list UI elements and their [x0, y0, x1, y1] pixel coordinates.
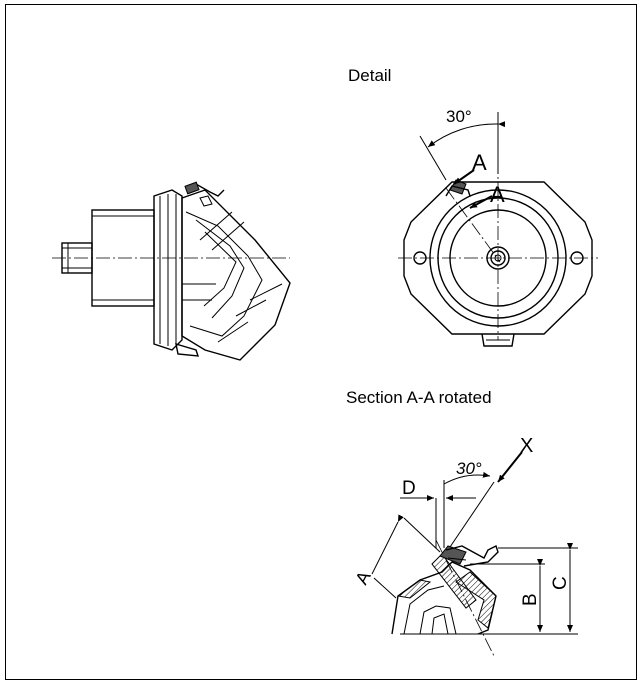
detail-title: Detail — [348, 66, 392, 85]
side-view-motor — [52, 181, 291, 361]
inclined-housing — [181, 189, 291, 361]
mounting-hole-left — [413, 251, 427, 265]
section-mark-a1: A — [472, 150, 487, 175]
screw-plug — [431, 553, 477, 609]
mounting-hole-right — [570, 251, 584, 265]
section-a-a-view: X 30° D A B C — [351, 435, 578, 657]
dim-x-label: X — [520, 435, 533, 457]
detail-angle-label: 30° — [446, 107, 472, 126]
dim-d-label: D — [402, 478, 416, 499]
dim-b-label: B — [520, 593, 541, 606]
section-title: Section A-A rotated — [346, 388, 492, 407]
dim-c-label: C — [550, 576, 571, 590]
flange-outline — [403, 181, 593, 335]
dim-a-label: A — [351, 568, 374, 588]
mounting-flange — [153, 189, 183, 351]
section-angle-label: 30° — [456, 459, 482, 478]
section-mark-a2: A — [490, 182, 505, 207]
drawing-frame — [5, 4, 637, 680]
detail-front-view: 30° A A — [398, 107, 598, 347]
